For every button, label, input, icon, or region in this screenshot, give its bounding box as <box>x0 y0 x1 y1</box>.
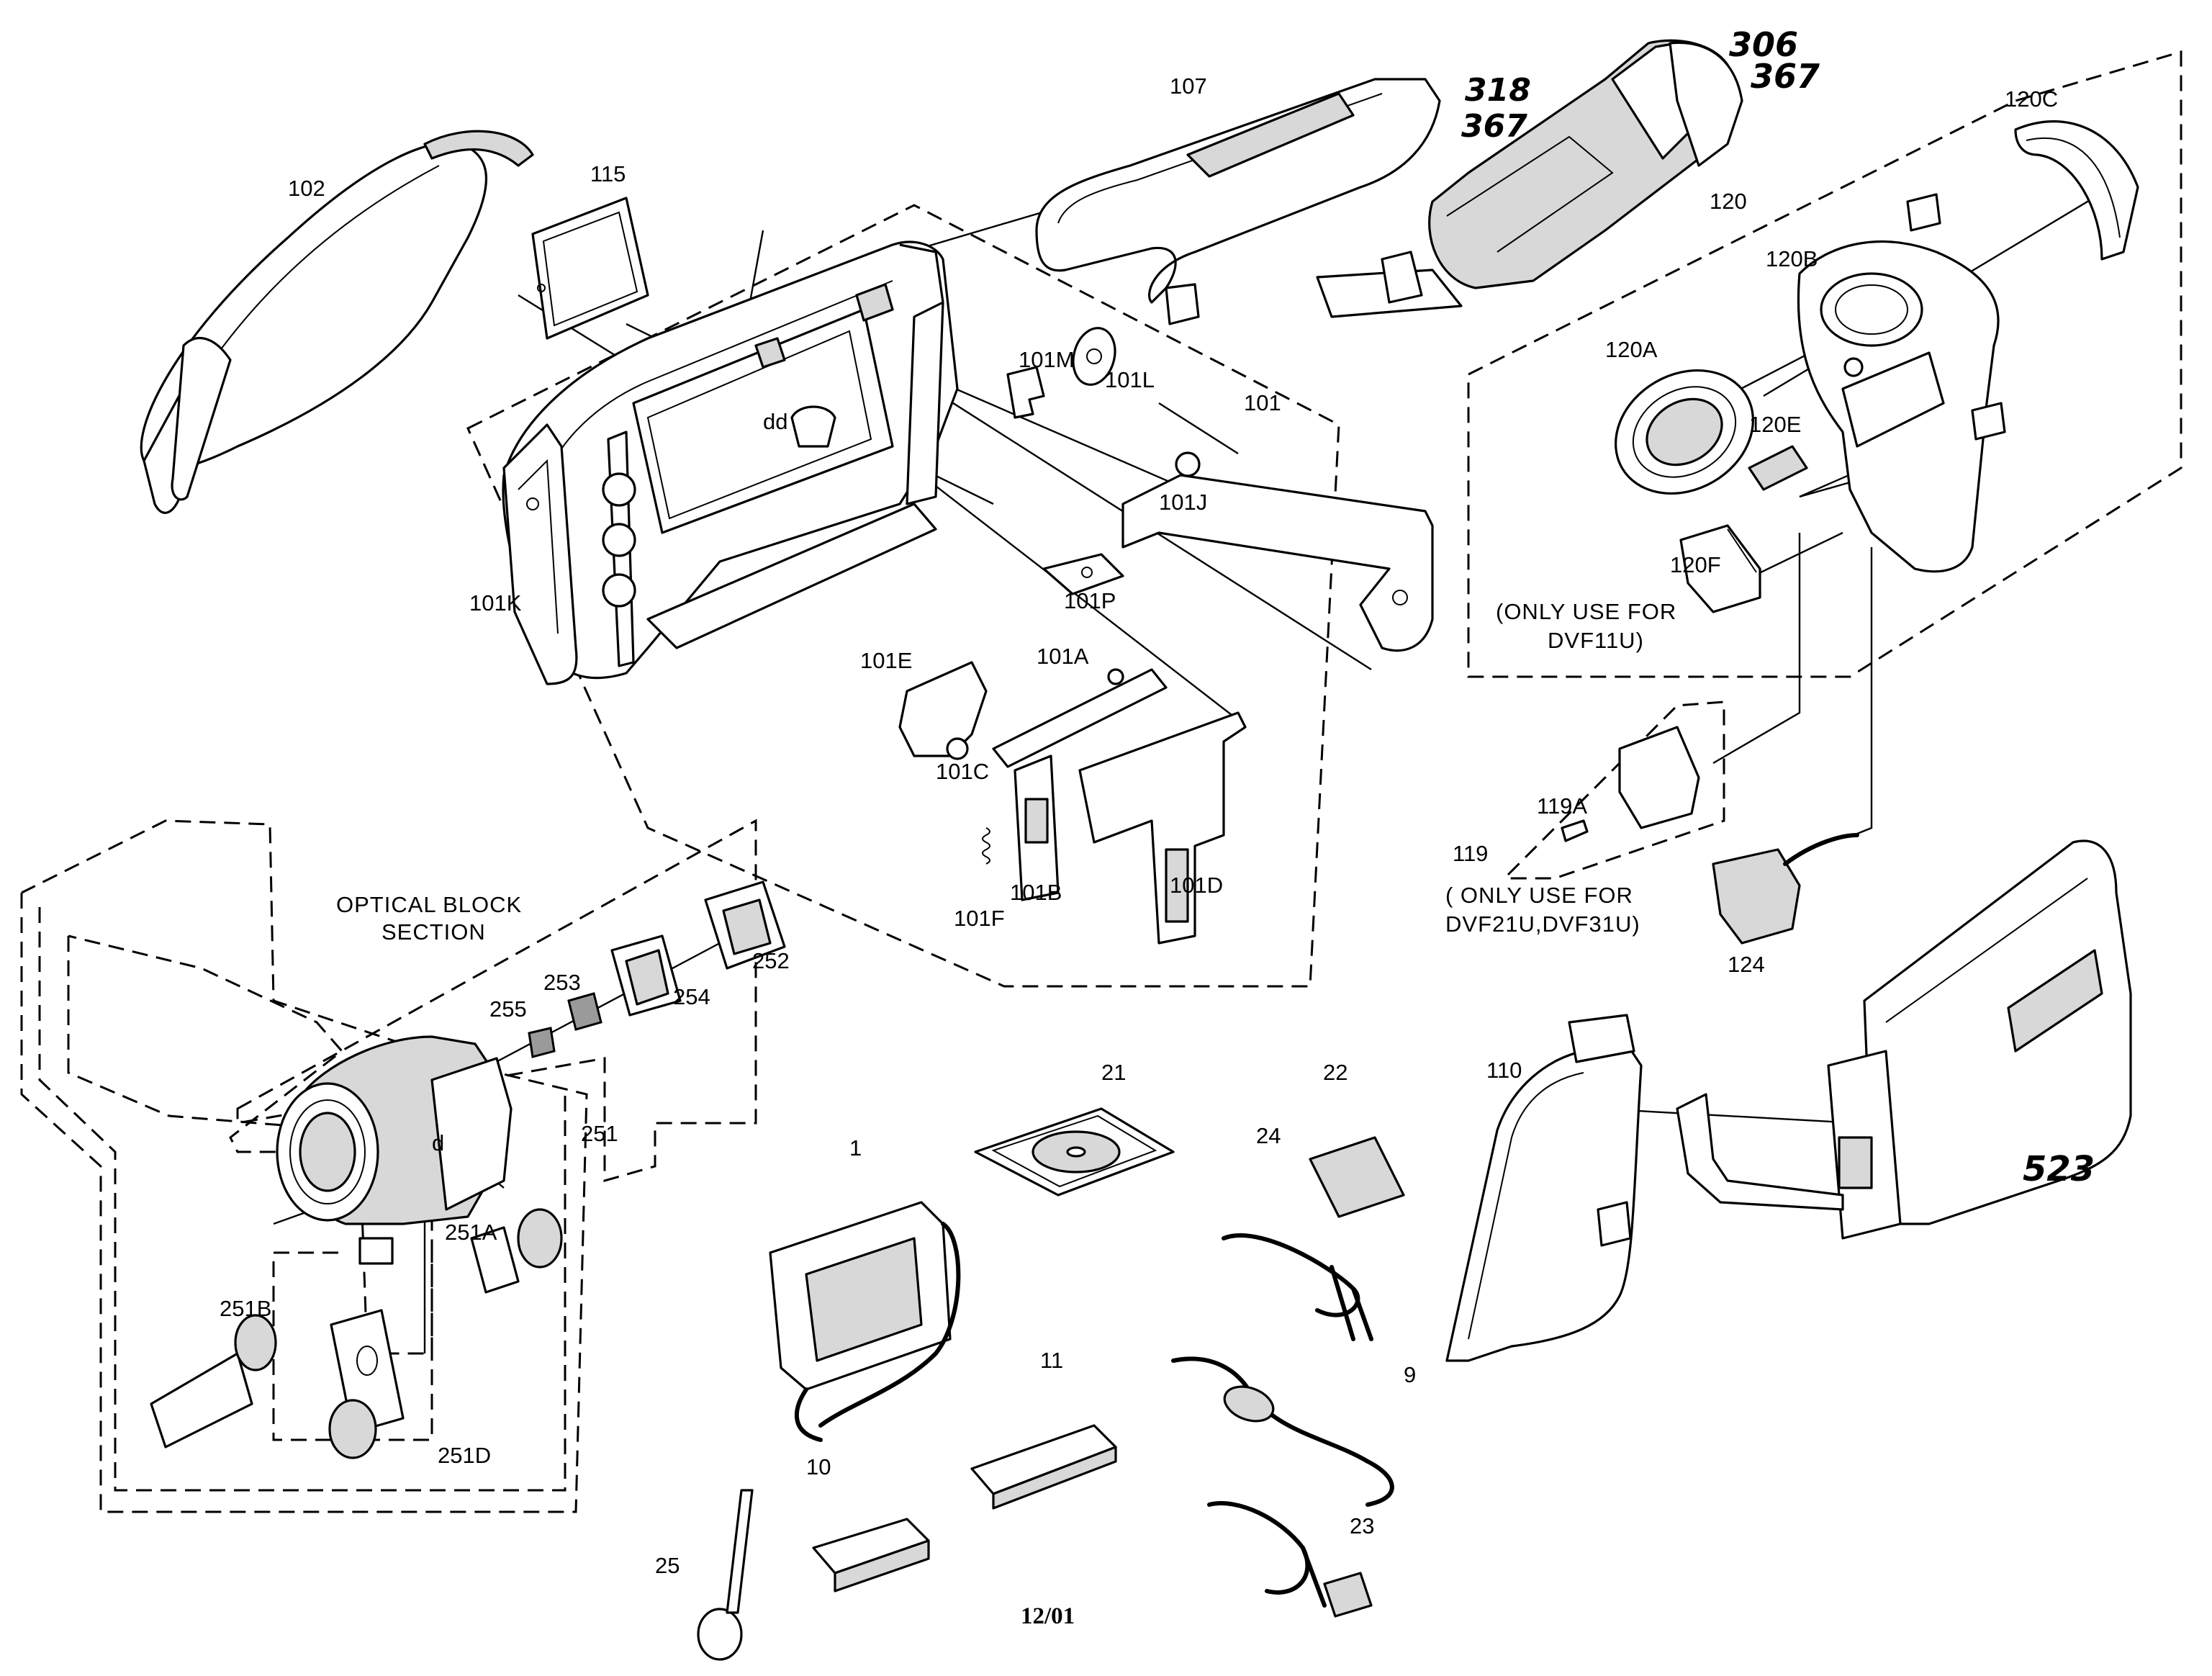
part-viewfinder-assembly <box>1316 39 1743 318</box>
part-251-lens-block <box>276 1035 513 1265</box>
label-101K: 101K <box>469 590 522 616</box>
part-23-usb-cable <box>1207 1501 1373 1618</box>
optical-block-outline-inner <box>38 907 566 1492</box>
handwritten-367-right: 367 <box>1751 57 1820 96</box>
label-11: 11 <box>1040 1348 1063 1373</box>
optical-block-outline-outer <box>20 819 588 1513</box>
part-101k-side-bracket <box>502 423 578 685</box>
handwritten-318: 318 <box>1465 72 1531 109</box>
label-251D: 251D <box>438 1443 491 1468</box>
label-d: d <box>432 1130 444 1155</box>
part-101m-101l-clips <box>1006 327 1116 419</box>
label-101P: 101P <box>1064 588 1116 613</box>
note-dvf11u-line1: (ONLY USE FOR <box>1496 599 1676 624</box>
label-119: 119 <box>1453 841 1488 866</box>
label-115: 115 <box>590 161 626 186</box>
part-101j-arm-bracket <box>1121 451 1434 652</box>
label-21: 21 <box>1101 1060 1126 1085</box>
part-9-ac-cable <box>1171 1356 1394 1507</box>
label-101M: 101M <box>1019 347 1075 372</box>
label-110: 110 <box>1486 1058 1522 1083</box>
label-101B: 101B <box>1010 880 1062 905</box>
label-101F: 101F <box>954 906 1005 931</box>
label-dd: dd <box>763 409 787 434</box>
part-251-sub-motors <box>150 1208 563 1459</box>
note-dvf21u-line2: DVF21U,DVF31U) <box>1445 911 1640 937</box>
note-dvf21u-line1: ( ONLY USE FOR <box>1445 883 1633 908</box>
label-120E: 120E <box>1749 412 1801 437</box>
handwritten-367-left: 367 <box>1461 108 1527 145</box>
optical-block-title-line1: OPTICAL BLOCK <box>336 892 522 917</box>
label-251A: 251A <box>445 1220 497 1245</box>
label-101E: 101E <box>860 648 912 673</box>
group-251d-outline <box>272 1251 433 1441</box>
label-252: 252 <box>752 948 790 973</box>
label-120: 120 <box>1710 189 1747 214</box>
date-code: 12/01 <box>1021 1603 1075 1629</box>
part-24-cable <box>1222 1233 1373 1341</box>
label-124: 124 <box>1728 952 1765 977</box>
part-110-cover <box>1445 1014 1643 1362</box>
part-101-mechanism <box>898 661 1247 945</box>
part-11-battery <box>970 1424 1117 1510</box>
label-101C: 101C <box>936 759 989 784</box>
label-24: 24 <box>1256 1123 1281 1148</box>
part-120c-ring <box>2014 120 2139 261</box>
label-120F: 120F <box>1670 552 1721 577</box>
part-22-keypad <box>1309 1136 1405 1218</box>
part-120e-switch <box>1748 445 1808 491</box>
handwritten-annotations: 318 367 306 367 523 <box>1461 25 2095 1189</box>
label-101D: 101D <box>1170 873 1223 898</box>
part-124-lamp <box>1712 833 1859 945</box>
note-dvf11u-line2: DVF11U) <box>1548 628 1644 653</box>
label-251: 251 <box>581 1121 618 1146</box>
part-120f-cap <box>1679 524 1761 613</box>
part-1-charger <box>769 1201 961 1442</box>
label-254: 254 <box>673 984 710 1009</box>
label-10: 10 <box>806 1454 831 1479</box>
part-25-tool <box>697 1489 754 1661</box>
label-22: 22 <box>1323 1060 1347 1085</box>
label-120C: 120C <box>2005 86 2058 112</box>
label-101: 101 <box>1244 390 1281 415</box>
label-101L: 101L <box>1105 367 1155 392</box>
part-107-top-cover <box>1035 78 1441 325</box>
part-102-hand-strap <box>140 130 534 514</box>
part-101p-latch <box>1042 553 1124 595</box>
group-120-outline <box>1467 50 2182 678</box>
optical-block-title-line2: SECTION <box>382 919 486 945</box>
section-notes: OPTICAL BLOCK SECTION (ONLY USE FOR DVF1… <box>336 599 1676 1629</box>
label-120B: 120B <box>1766 246 1818 271</box>
part-101-main-chassis <box>502 240 959 680</box>
group-101-outline <box>466 204 1340 988</box>
label-101J: 101J <box>1159 490 1207 515</box>
part-120a-ring <box>1615 369 1754 495</box>
label-107: 107 <box>1170 73 1207 99</box>
part-labels: 102 115 107 120 120C 120B 120A 120E 120F… <box>220 73 2058 1578</box>
handwritten-306: 306 <box>1729 25 1798 64</box>
label-1: 1 <box>849 1135 862 1161</box>
label-101A: 101A <box>1037 644 1089 669</box>
label-253: 253 <box>543 970 581 995</box>
handwritten-523: 523 <box>2023 1149 2095 1189</box>
label-120A: 120A <box>1605 337 1658 362</box>
part-115-panel <box>531 197 649 340</box>
part-119-light <box>1561 726 1700 842</box>
label-251B: 251B <box>220 1296 271 1321</box>
label-23: 23 <box>1350 1513 1374 1538</box>
label-25: 25 <box>655 1553 680 1578</box>
label-9: 9 <box>1404 1362 1416 1387</box>
part-optical-filters <box>528 880 786 1058</box>
part-10-battery-small <box>812 1518 930 1592</box>
group-119-outline <box>1507 700 1725 880</box>
label-102: 102 <box>288 176 325 201</box>
part-21-cd-rom <box>974 1107 1175 1197</box>
part-523-side-panel <box>1676 839 2132 1240</box>
label-255: 255 <box>489 996 527 1022</box>
label-119A: 119A <box>1537 793 1587 819</box>
part-120-grip-housing <box>1797 193 2006 573</box>
